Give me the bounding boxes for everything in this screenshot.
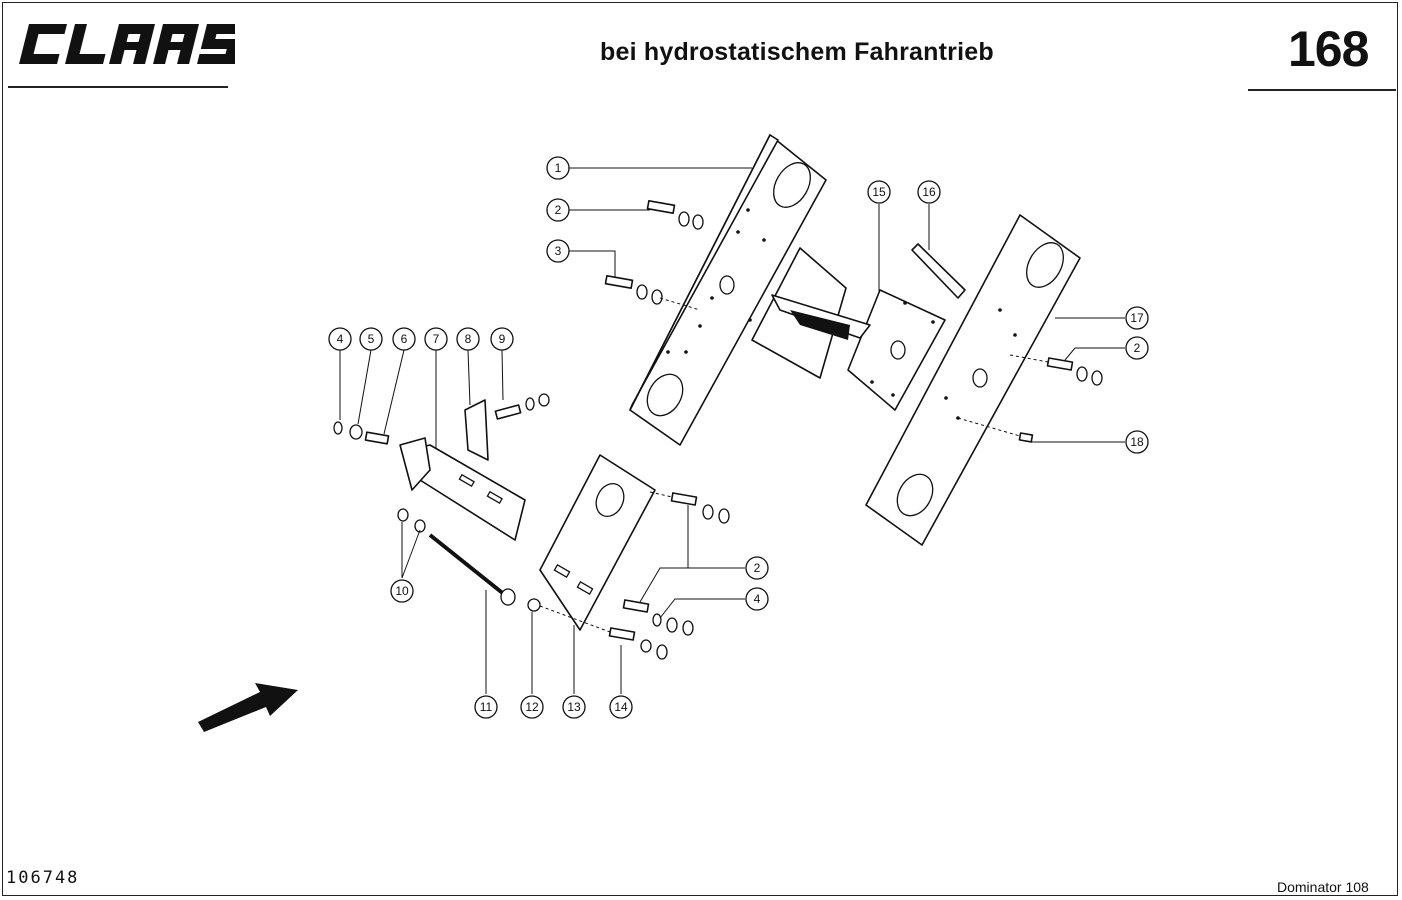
page-number-underline bbox=[1248, 89, 1396, 91]
part-8-plate bbox=[464, 399, 489, 461]
svg-text:4: 4 bbox=[337, 332, 344, 346]
svg-text:11: 11 bbox=[480, 700, 493, 714]
page-number: 168 bbox=[1288, 21, 1369, 77]
callout-4: 4 bbox=[328, 327, 352, 351]
callout-2-lower: 2 bbox=[745, 556, 769, 580]
part-17-plate bbox=[865, 214, 1081, 546]
svg-text:7: 7 bbox=[433, 332, 440, 346]
model-label: Dominator 108 bbox=[1277, 879, 1369, 895]
hardware bbox=[333, 200, 1103, 660]
callout-14: 14 bbox=[609, 695, 633, 719]
callout-16: 16 bbox=[917, 180, 941, 204]
logo-underline bbox=[8, 86, 228, 88]
callout-9: 9 bbox=[490, 327, 514, 351]
callout-2-right: 2 bbox=[1125, 336, 1149, 360]
callout-1: 1 bbox=[546, 156, 570, 180]
svg-text:2: 2 bbox=[555, 203, 562, 217]
part-15-bracket bbox=[751, 247, 946, 411]
callout-3: 3 bbox=[546, 239, 570, 263]
part-1-plate bbox=[629, 134, 827, 446]
alignment-lines bbox=[539, 297, 1049, 633]
leader-lines bbox=[339, 167, 1125, 694]
svg-text:5: 5 bbox=[368, 332, 375, 346]
part-16-strip bbox=[911, 243, 966, 299]
svg-text:3: 3 bbox=[555, 244, 562, 258]
svg-text:10: 10 bbox=[395, 584, 409, 598]
svg-text:14: 14 bbox=[614, 700, 628, 714]
svg-text:9: 9 bbox=[499, 332, 506, 346]
svg-text:13: 13 bbox=[567, 700, 581, 714]
page-title: bei hydrostatischem Fahrantrieb bbox=[600, 38, 994, 66]
part-7-bracket bbox=[399, 437, 526, 541]
callout-11: 11 bbox=[474, 695, 498, 719]
part-13-plate bbox=[539, 454, 656, 631]
callout-15: 15 bbox=[867, 180, 891, 204]
svg-text:16: 16 bbox=[922, 185, 936, 199]
part-11-rod bbox=[428, 533, 516, 606]
svg-text:6: 6 bbox=[401, 332, 408, 346]
callout-17: 17 bbox=[1125, 306, 1149, 330]
callout-8: 8 bbox=[456, 327, 480, 351]
direction-arrow bbox=[198, 683, 298, 732]
callout-2: 2 bbox=[546, 198, 570, 222]
svg-text:15: 15 bbox=[872, 185, 886, 199]
callout-12: 12 bbox=[520, 695, 544, 719]
callout-7: 7 bbox=[424, 327, 448, 351]
callout-5: 5 bbox=[359, 327, 383, 351]
callout-18: 18 bbox=[1125, 430, 1149, 454]
svg-text:2: 2 bbox=[754, 561, 761, 575]
callout-6: 6 bbox=[392, 327, 416, 351]
claas-logo bbox=[19, 24, 235, 64]
svg-text:18: 18 bbox=[1130, 435, 1144, 449]
svg-text:1: 1 bbox=[555, 161, 562, 175]
document-number: 106748 bbox=[6, 868, 80, 888]
callout-13: 13 bbox=[562, 695, 586, 719]
svg-text:12: 12 bbox=[525, 700, 539, 714]
callout-4-lower: 4 bbox=[745, 587, 769, 611]
svg-text:8: 8 bbox=[465, 332, 472, 346]
svg-text:17: 17 bbox=[1130, 311, 1144, 325]
svg-text:2: 2 bbox=[1134, 341, 1141, 355]
callout-10: 10 bbox=[390, 579, 414, 603]
svg-text:4: 4 bbox=[754, 592, 761, 606]
